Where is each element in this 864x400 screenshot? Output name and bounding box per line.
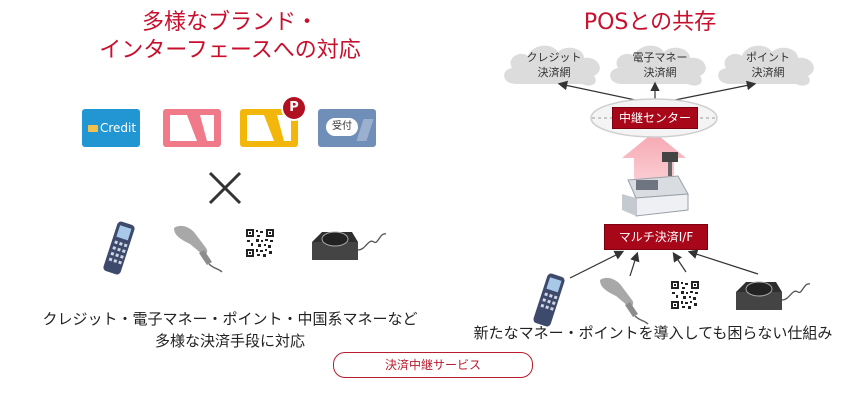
credit-card-icon: Credit bbox=[82, 109, 140, 147]
credit-network-label-1: クレジット bbox=[526, 51, 582, 64]
right-handheld-terminal-icon bbox=[528, 270, 570, 330]
settlement-relay-service-button[interactable]: 決済中継サービス bbox=[333, 352, 533, 378]
point-card-icon bbox=[240, 109, 298, 147]
credit-card-label: Credit bbox=[100, 121, 137, 135]
contactless-reader-icon bbox=[308, 220, 388, 272]
relay-center-box: 中継センター bbox=[612, 107, 698, 129]
multi-payment-if-box: マルチ決済I/F bbox=[604, 224, 708, 250]
barcode-scanner-icon bbox=[168, 222, 224, 274]
reception-card-stripe bbox=[356, 119, 374, 141]
left-title-line1: 多様なブランド・ bbox=[141, 10, 318, 35]
emoney-network-label-1: 電子マネー bbox=[632, 51, 688, 64]
multiply-icon bbox=[205, 168, 245, 208]
credit-network-cloud: クレジット 決済網 bbox=[498, 40, 610, 90]
emoney-network-label-2: 決済網 bbox=[643, 66, 677, 79]
emoney-network-cloud: 電子マネー 決済網 bbox=[604, 40, 716, 90]
left-caption-line2: 多様な決済手段に対応 bbox=[154, 332, 305, 350]
left-caption-line1: クレジット・電子マネー・ポイント・中国系マネーなど bbox=[42, 310, 418, 328]
reception-card-label: 受付 bbox=[326, 118, 358, 136]
right-title: POSとの共存 bbox=[583, 10, 717, 35]
emoney-card-icon bbox=[163, 109, 221, 147]
qr-code-icon bbox=[245, 228, 275, 258]
point-network-label-2: 決済網 bbox=[751, 66, 785, 79]
card-chip-icon bbox=[88, 125, 98, 132]
right-qr-code-icon bbox=[670, 280, 700, 310]
pos-register-icon bbox=[618, 150, 698, 220]
right-barcode-scanner-icon bbox=[594, 274, 650, 326]
reception-card-icon: 受付 bbox=[318, 109, 376, 147]
point-badge-icon: P bbox=[283, 97, 305, 119]
point-network-label-1: ポイント bbox=[746, 51, 790, 64]
credit-network-label-2: 決済網 bbox=[537, 66, 571, 79]
handheld-terminal-icon bbox=[98, 218, 140, 278]
left-title-line2: インターフェースへの対応 bbox=[99, 38, 361, 63]
right-caption: 新たなマネー・ポイントを導入しても困らない仕組み bbox=[473, 324, 833, 342]
point-network-cloud: ポイント 決済網 bbox=[712, 40, 824, 90]
right-contactless-reader-icon bbox=[732, 270, 812, 322]
